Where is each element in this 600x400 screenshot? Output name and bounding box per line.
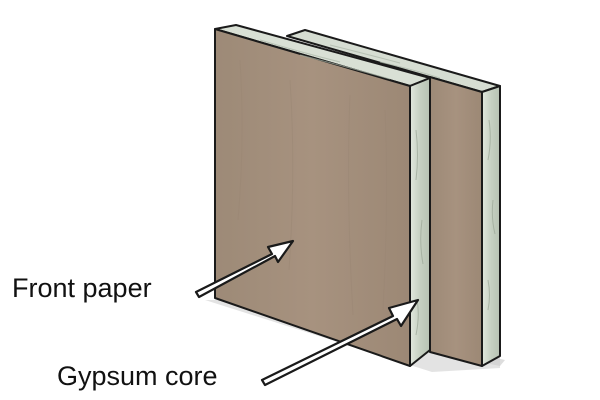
- front-paper-texture: [237, 59, 388, 316]
- back-board-face: [429, 76, 483, 367]
- front-paper-label: Front paper: [12, 273, 152, 303]
- gypsum-core-label: Gypsum core: [57, 361, 218, 391]
- back-top-texture: [329, 44, 441, 79]
- back-core-texture: [487, 119, 496, 311]
- front-board: [214, 24, 431, 367]
- gypsum-core-arrow: [260, 298, 420, 387]
- front-top-texture: [259, 39, 391, 80]
- back-board: [286, 29, 501, 367]
- front-board-side-edge: [409, 77, 431, 367]
- front-board-face: [214, 28, 411, 367]
- back-board-side-edge: [481, 85, 501, 367]
- front-paper-arrow: [194, 239, 295, 299]
